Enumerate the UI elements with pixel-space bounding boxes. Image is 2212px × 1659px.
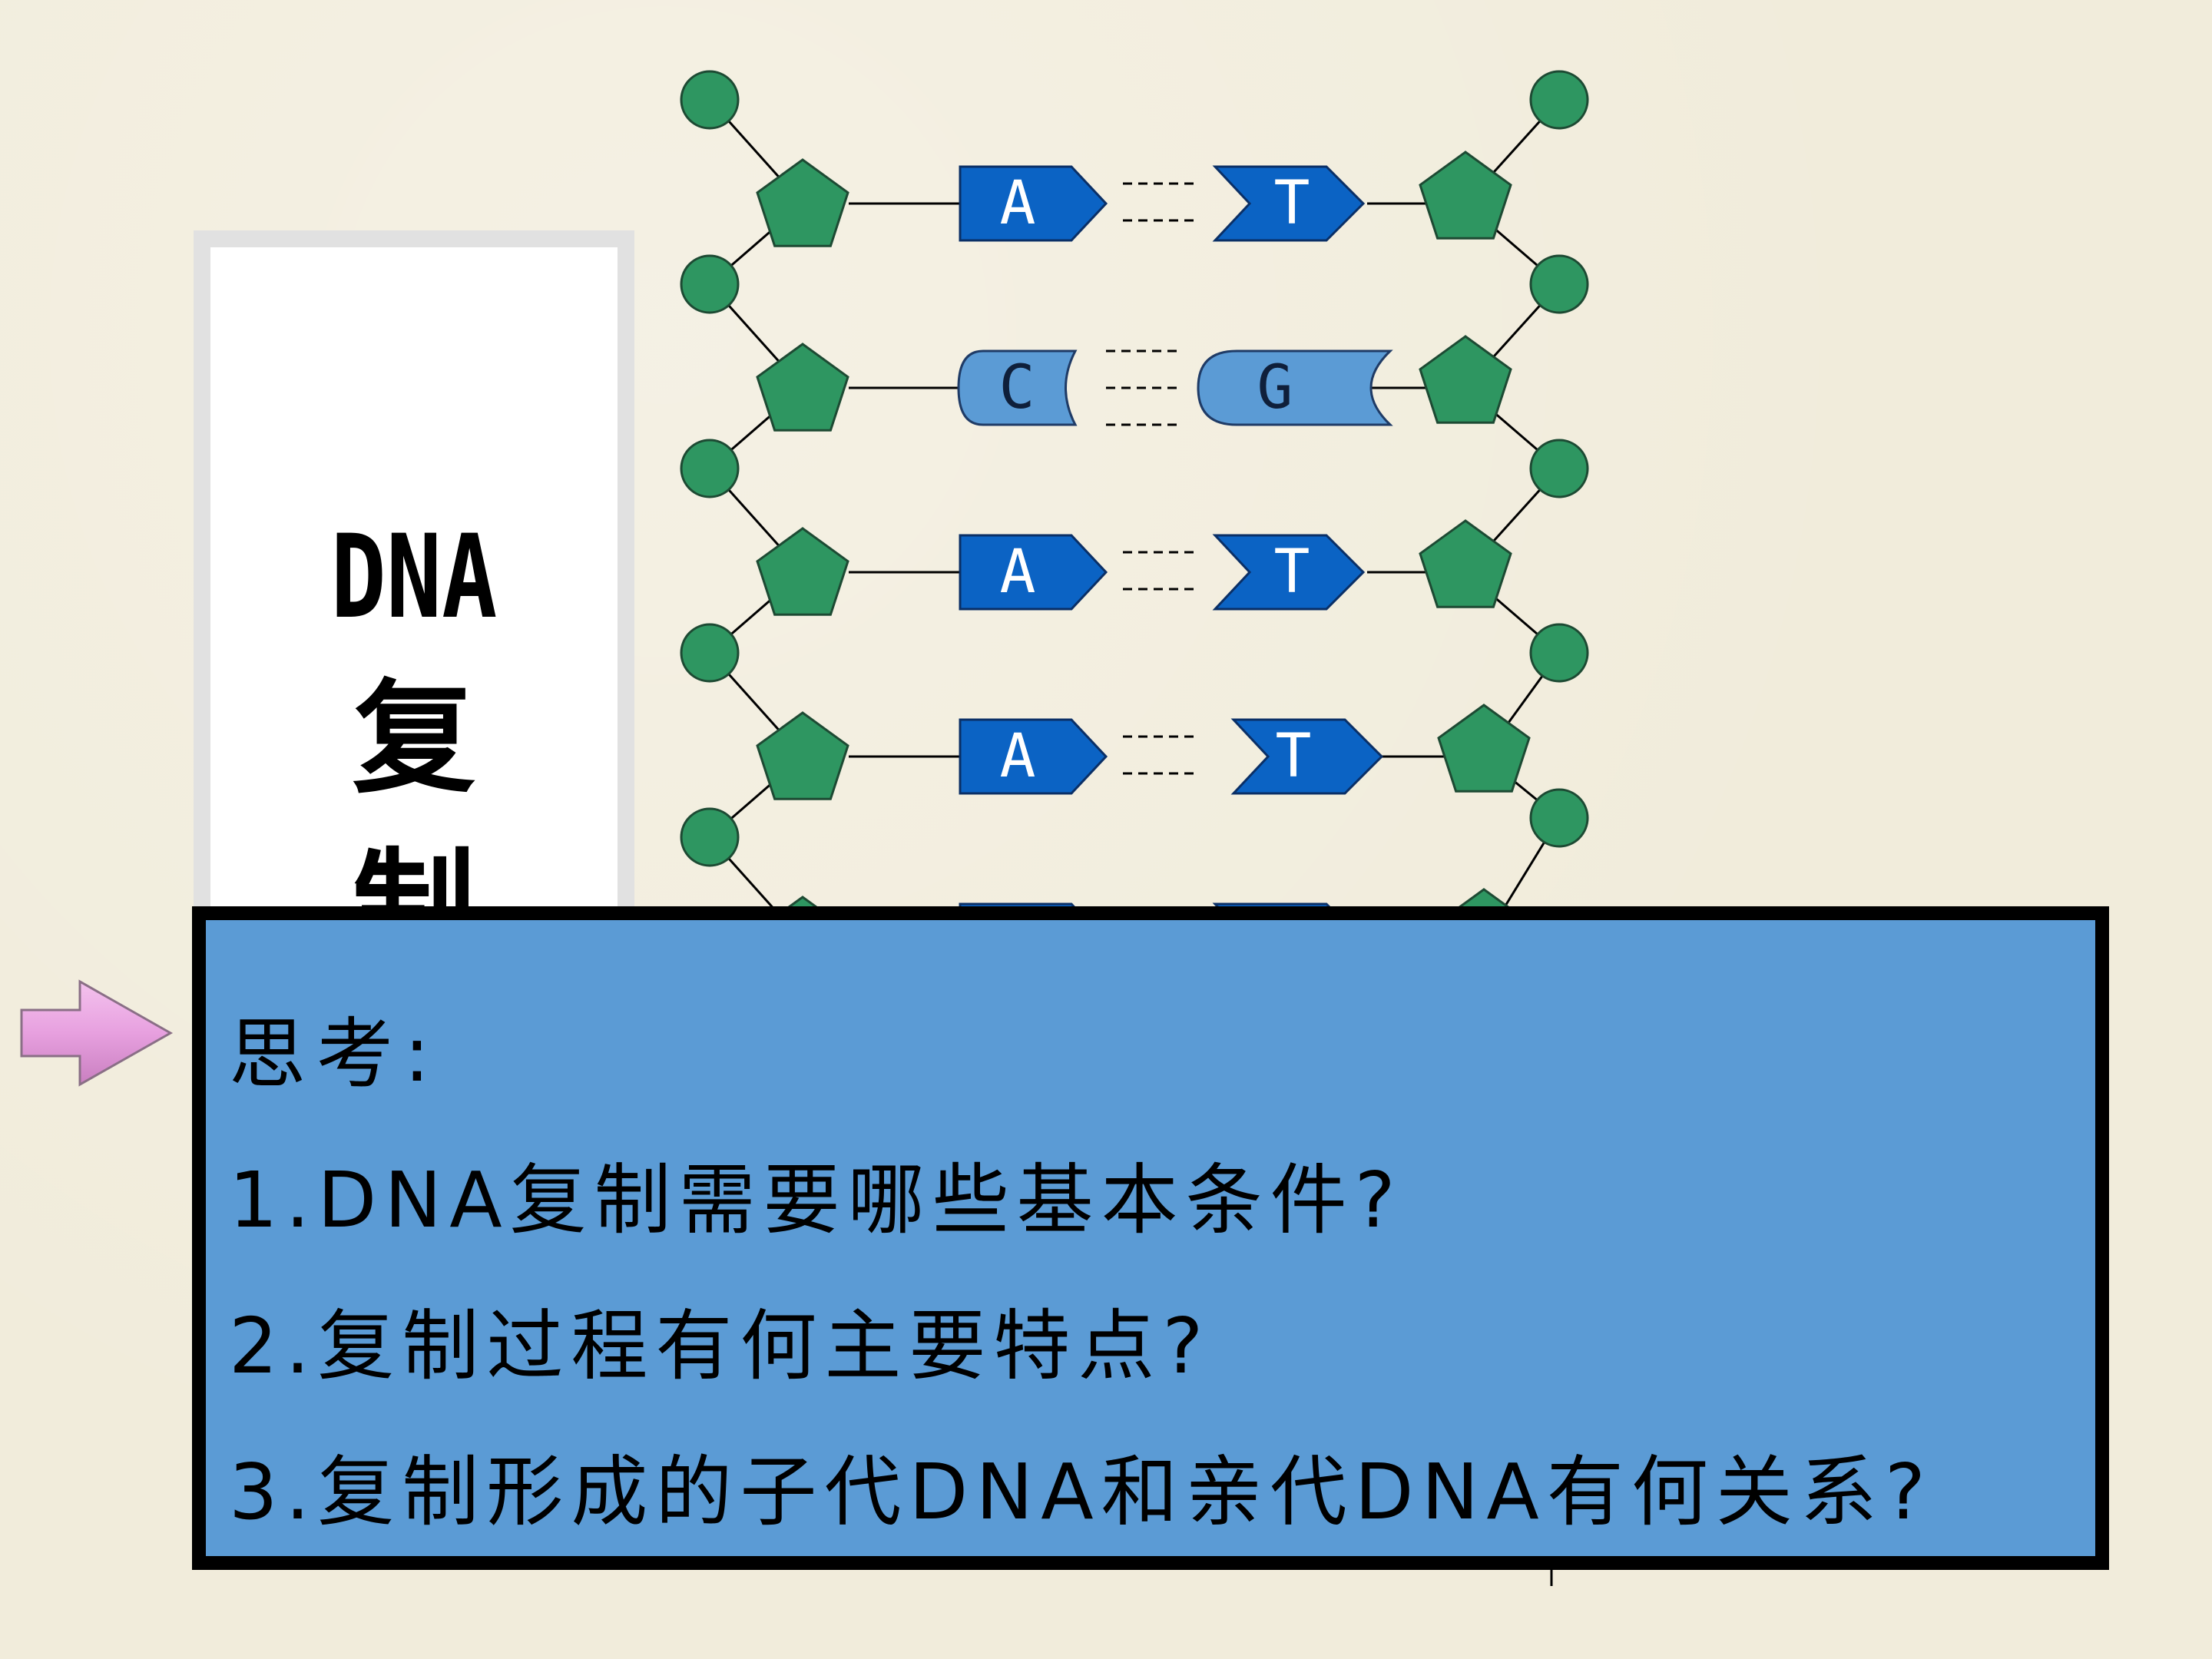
base-left: [957, 349, 1078, 426]
base-right: [1212, 165, 1366, 242]
sugar-left: [756, 343, 849, 432]
sugar-left: [756, 158, 849, 247]
base-right: [1197, 349, 1393, 426]
base-right: [1212, 534, 1366, 611]
base-letter-left: A: [1000, 538, 1036, 607]
base-letter-right: T: [1276, 722, 1312, 791]
base-left: [959, 534, 1108, 611]
phosphate-right: [1529, 788, 1589, 848]
base-left: [959, 165, 1108, 242]
phosphate-left: [680, 807, 740, 867]
phosphate-left: [680, 70, 740, 130]
question-box: 思考: 1.DNA复制需要哪些基本条件? 2.复制过程有何主要特点? 3.复制形…: [192, 906, 2109, 1570]
phosphate-right: [1529, 439, 1589, 498]
base-letter-left: C: [999, 353, 1035, 422]
base-letter-left: A: [1000, 722, 1036, 791]
sugar-left: [756, 527, 849, 616]
right-arrow-icon: [20, 979, 174, 1087]
phosphate-left: [680, 623, 740, 683]
sugar-right: [1419, 519, 1512, 608]
phosphate-left: [680, 254, 740, 314]
question-item-3: 3.复制形成的子代DNA和亲代DNA有何关系?: [229, 1447, 1933, 1537]
question-item-1: 1.DNA复制需要哪些基本条件?: [229, 1155, 1403, 1245]
base-right: [1230, 718, 1384, 795]
phosphate-right: [1529, 623, 1589, 683]
sugar-right: [1419, 151, 1512, 240]
base-left: [959, 718, 1108, 795]
base-letter-left: A: [1000, 169, 1036, 238]
title-line-dna: DNA: [330, 511, 498, 644]
phosphate-right: [1529, 254, 1589, 314]
base-letter-right: T: [1274, 169, 1310, 238]
sugar-right: [1419, 335, 1512, 424]
sugar-left: [756, 711, 849, 800]
sugar-right: [1437, 704, 1531, 793]
base-letter-right: G: [1257, 353, 1293, 422]
base-letter-right: T: [1274, 538, 1310, 607]
question-item-2: 2.复制过程有何主要特点?: [229, 1301, 1211, 1391]
title-line-fu: 复: [352, 667, 475, 810]
question-heading: 思考:: [229, 1009, 441, 1099]
phosphate-right: [1529, 70, 1589, 130]
phosphate-left: [680, 439, 740, 498]
